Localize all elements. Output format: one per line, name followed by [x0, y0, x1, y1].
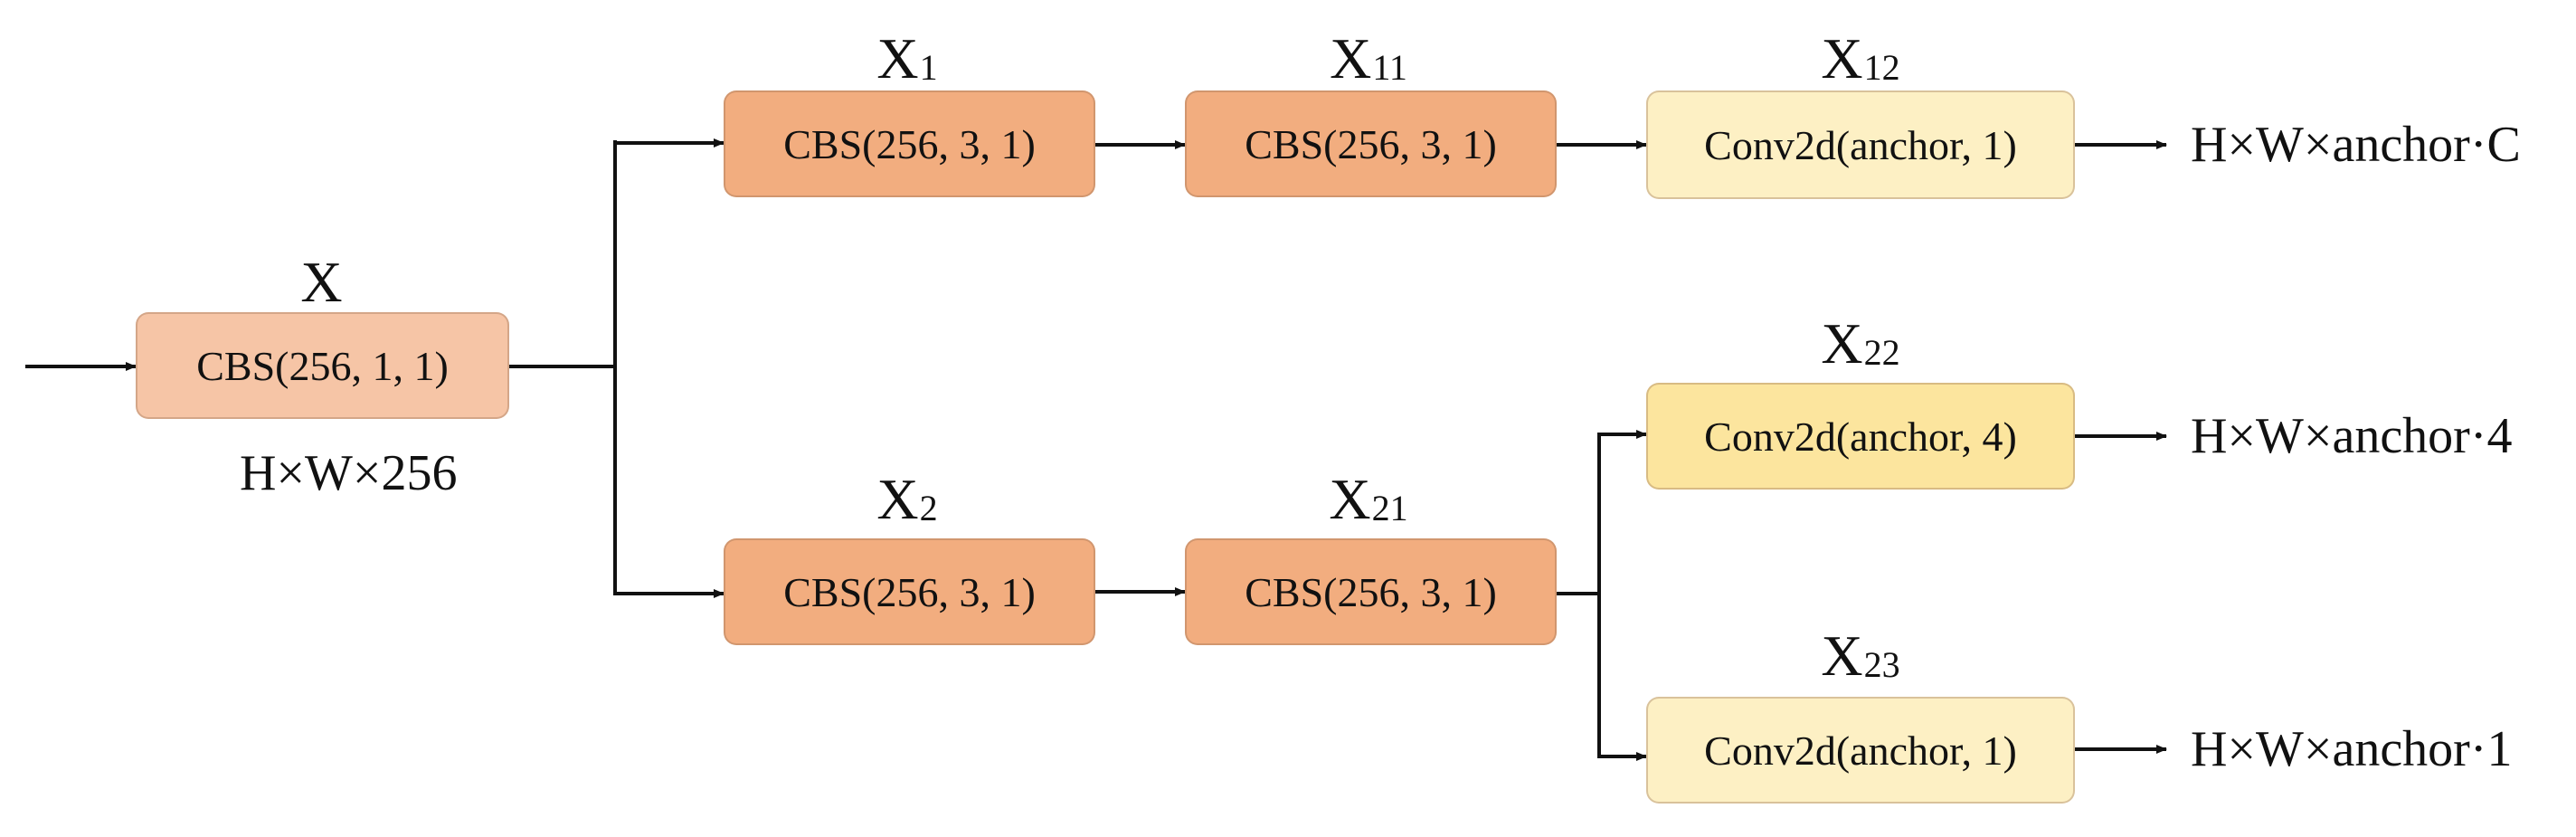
branch2-tag-4: X23	[1821, 627, 1899, 685]
branch1-cbs-box-1: CBS(256, 3, 1)	[724, 90, 1095, 197]
input-tag-main: X	[300, 250, 343, 314]
branch1-tag-1-main: X	[876, 26, 919, 90]
branch2-tag-1-sub: 2	[919, 488, 938, 528]
branch1-tag-1-sub: 1	[919, 47, 938, 88]
branch2-conv2d-box-4: Conv2d(anchor, 4)	[1646, 383, 2075, 490]
branch2-cbs-box-2: CBS(256, 3, 1)	[1185, 538, 1557, 645]
branch1-tag-3: X12	[1821, 30, 1899, 88]
branch2-conv2d-box-1: Conv2d(anchor, 1)	[1646, 697, 2075, 804]
branch2-cbs-box-1: CBS(256, 3, 1)	[724, 538, 1095, 645]
objectness-output-label: H×W×anchor·1	[2191, 721, 2513, 777]
branch2-tag-1: X2	[876, 471, 937, 528]
branch1-tag-1: X1	[876, 30, 937, 88]
branch2-tag-2-sub: 21	[1371, 488, 1408, 528]
branch2-tag-2-main: X	[1329, 467, 1371, 531]
branch1-tag-3-sub: 12	[1863, 47, 1900, 88]
branch2-tag-4-sub: 23	[1863, 644, 1900, 685]
branch1-cbs-box-2: CBS(256, 3, 1)	[1185, 90, 1557, 197]
input-shape-label: H×W×256	[240, 445, 458, 501]
branch2-tag-3-sub: 22	[1863, 332, 1900, 373]
branch2-tag-2: X21	[1329, 471, 1407, 528]
branch2-tag-3: X22	[1821, 315, 1899, 373]
classification-output-label: H×W×anchor·C	[2191, 117, 2521, 173]
input-cbs-box: CBS(256, 1, 1)	[136, 312, 509, 419]
branch1-tag-3-main: X	[1821, 26, 1863, 90]
branch1-tag-2-main: X	[1330, 26, 1372, 90]
input-tag: X	[300, 253, 343, 311]
branch2-tag-1-main: X	[876, 467, 919, 531]
regression-output-label: H×W×anchor·4	[2191, 408, 2513, 464]
branch1-conv2d-box: Conv2d(anchor, 1)	[1646, 90, 2075, 199]
branch1-tag-2-sub: 11	[1372, 47, 1407, 88]
branch1-tag-2: X11	[1330, 30, 1407, 88]
branch2-tag-4-main: X	[1821, 623, 1863, 688]
branch2-tag-3-main: X	[1821, 311, 1863, 376]
